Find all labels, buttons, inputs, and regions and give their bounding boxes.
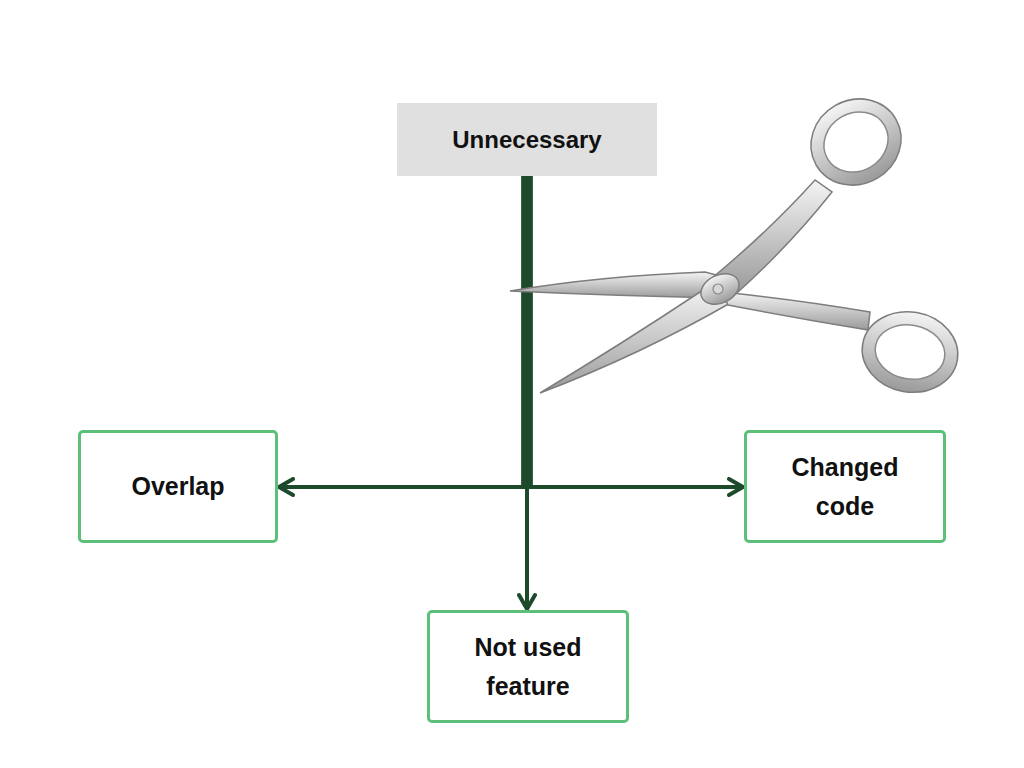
outcome-box: Not used feature [427,610,629,723]
trunk-line [522,176,533,489]
ring-hole [871,319,949,384]
category-box: Unnecessary [397,103,657,176]
box-label: Changed code [765,448,925,526]
box-label: Unnecessary [452,121,601,158]
trunk-line [522,176,533,489]
label-group: Changed code [765,448,925,526]
outcome-box: Overlap [78,430,278,543]
label-group: Not used feature [448,628,608,706]
box-label: Overlap [131,467,224,506]
label-group: Overlap [131,467,224,506]
branch-connector [527,176,743,489]
branch-connector [279,176,527,489]
outcome-box: Changed code [744,430,946,543]
branch-arrow [525,485,529,609]
box-label: Not used feature [448,628,608,706]
branch-connector [527,176,528,609]
label-group: Unnecessary [452,121,601,158]
trunk-line [522,176,533,489]
ring-hole [813,100,899,183]
pivot-screw [713,284,723,294]
branch-arrow [279,485,527,489]
branch-arrow [527,485,743,489]
